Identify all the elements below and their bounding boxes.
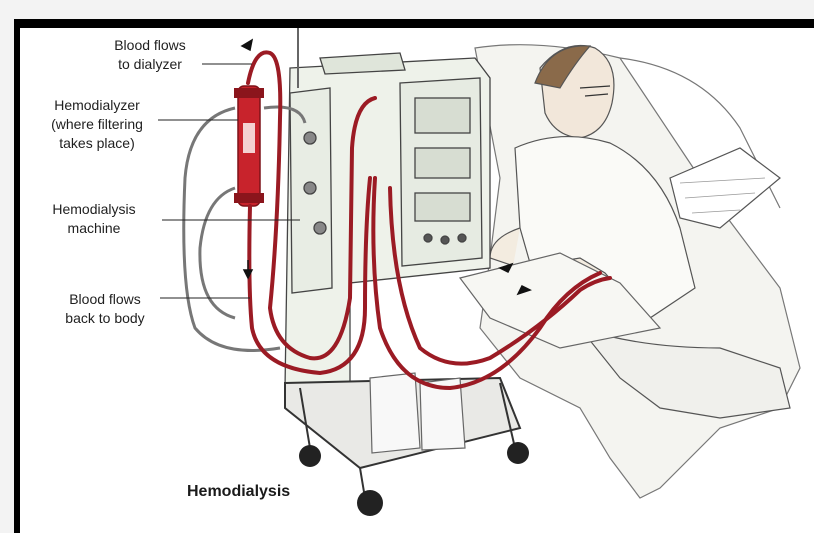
label-hemodialyzer: Hemodialyzer (where filtering takes plac… <box>32 96 162 153</box>
label-line: takes place) <box>32 134 162 153</box>
label-hemodialysis-machine: Hemodialysis machine <box>34 200 154 238</box>
illustration-canvas: Blood flows to dialyzer Hemodialyzer (wh… <box>20 28 814 533</box>
label-line: to dialyzer <box>100 55 200 74</box>
label-line: back to body <box>50 309 160 328</box>
label-line: machine <box>34 219 154 238</box>
label-line: Hemodialysis <box>34 200 154 219</box>
label-blood-to-dialyzer: Blood flows to dialyzer <box>100 36 200 74</box>
hemodialyzer-filter <box>234 86 264 206</box>
label-blood-back: Blood flows back to body <box>50 290 160 328</box>
figure-caption: Hemodialysis <box>187 483 290 501</box>
label-line: Blood flows <box>50 290 160 309</box>
label-line: Blood flows <box>100 36 200 55</box>
label-line: Hemodialyzer <box>32 96 162 115</box>
label-line: (where filtering <box>32 115 162 134</box>
